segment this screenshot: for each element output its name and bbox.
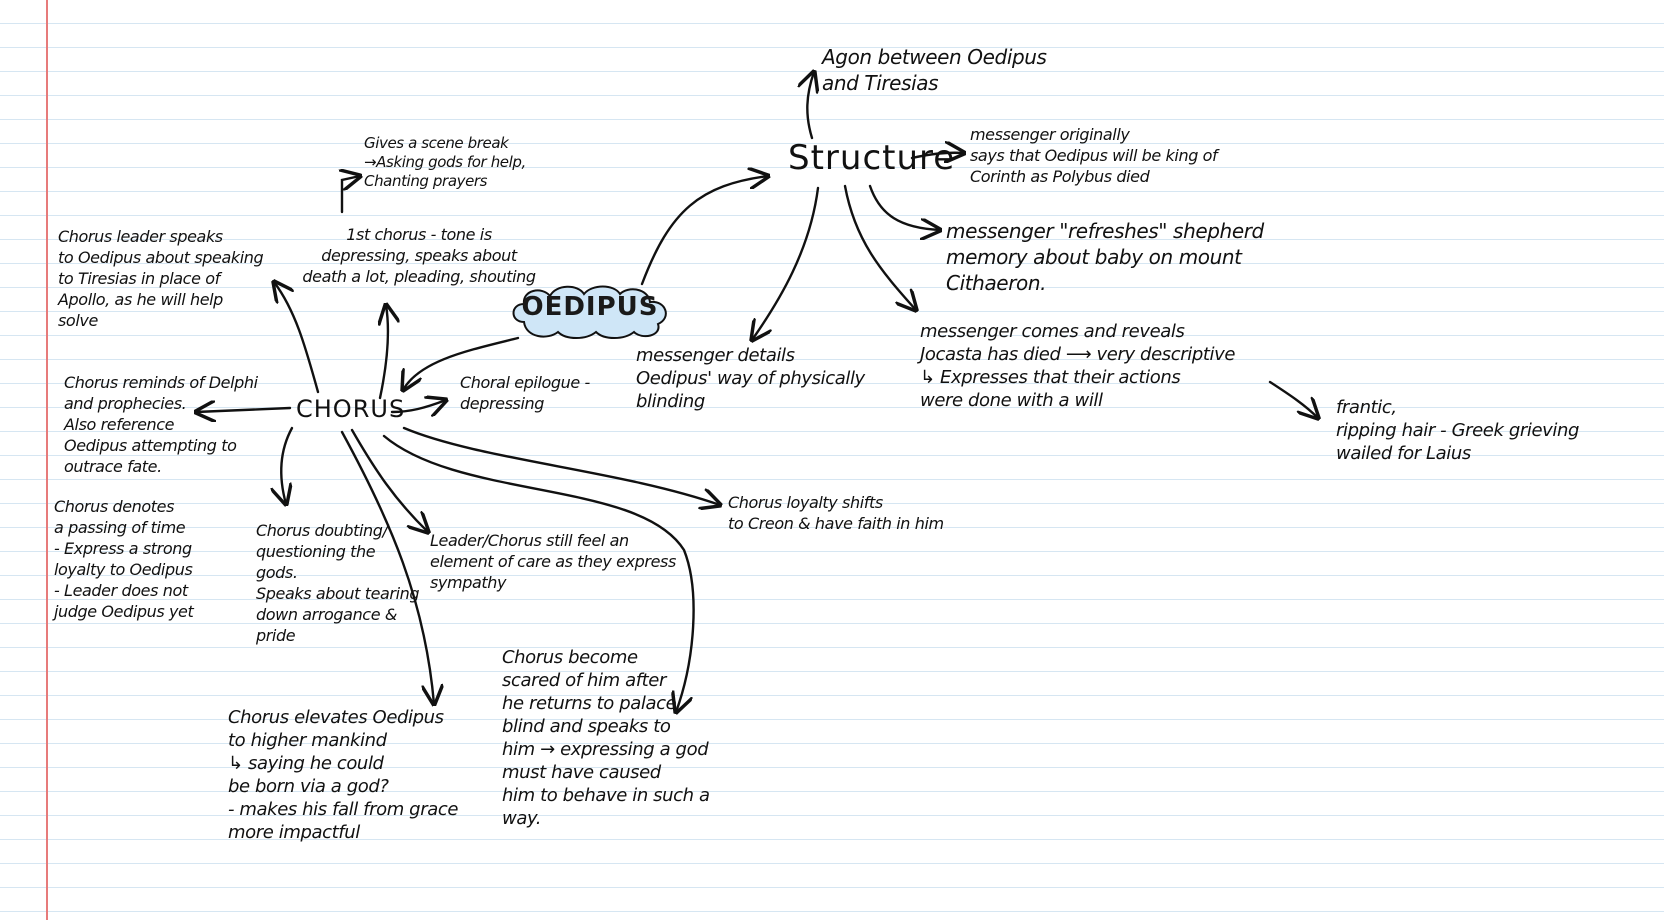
note-messenger-details: messenger details Oedipus' way of physic… bbox=[636, 345, 865, 412]
note-messenger-jocasta: messenger comes and reveals Jocasta has … bbox=[920, 321, 1236, 411]
note-messenger-originally: messenger originally says that Oedipus w… bbox=[970, 125, 1218, 186]
note-first-chorus: 1st chorus - tone is depressing, speaks … bbox=[302, 225, 536, 286]
note-choral-epilogue: Choral epilogue - depressing bbox=[460, 373, 590, 413]
central-topic: OEDIPUS bbox=[521, 292, 659, 322]
oedipus-cloud-shape bbox=[512, 285, 667, 339]
arrow-chorus-to-elevates bbox=[340, 430, 434, 704]
arrow-chorus-to-reminds-delphi bbox=[196, 408, 292, 412]
arrow-chorus-to-first-chorus bbox=[380, 305, 388, 400]
note-passing-time: Chorus denotes a passing of time - Expre… bbox=[54, 497, 194, 621]
arrow-chorus-to-loyalty-shifts bbox=[402, 426, 720, 505]
arrow-scene-break bbox=[342, 176, 360, 214]
arrow-jocasta-to-frantic bbox=[1268, 380, 1318, 418]
arrow-chorus-to-scared bbox=[382, 434, 695, 712]
note-frantic: frantic, ripping hair - Greek grieving w… bbox=[1336, 397, 1580, 464]
hub-chorus: CHORUS bbox=[296, 395, 406, 423]
arrow-chorus-to-choral-epilogue bbox=[390, 400, 446, 412]
note-scared: Chorus become scared of him after he ret… bbox=[502, 647, 710, 829]
arrow-structure-to-messenger-originally bbox=[910, 153, 964, 158]
arrow-oedipus-to-structure bbox=[640, 176, 768, 286]
hub-structure: Structure bbox=[788, 138, 956, 178]
arrow-structure-to-messenger-jocasta bbox=[843, 184, 916, 310]
note-loyalty-shifts: Chorus loyalty shifts to Creon & have fa… bbox=[728, 493, 944, 533]
arrow-structure-to-messenger-details bbox=[752, 186, 820, 340]
arrow-chorus-to-leader-speaks bbox=[274, 282, 320, 394]
note-elevates: Chorus elevates Oedipus to higher mankin… bbox=[228, 707, 459, 843]
notebook-margin-line bbox=[46, 0, 48, 920]
note-scene-break: Gives a scene break →Asking gods for hel… bbox=[364, 134, 526, 190]
arrow-chorus-to-element-care bbox=[350, 428, 428, 532]
arrow-structure-to-agon bbox=[807, 72, 814, 140]
note-leader-speaks: Chorus leader speaks to Oedipus about sp… bbox=[58, 227, 264, 330]
note-doubting: Chorus doubting/ questioning the gods. S… bbox=[256, 521, 420, 645]
note-agon: Agon between Oedipus and Tiresias bbox=[822, 45, 1047, 95]
note-messenger-refreshes: messenger "refreshes" shepherd memory ab… bbox=[946, 219, 1264, 295]
arrow-oedipus-to-chorus bbox=[403, 336, 520, 390]
arrow-structure-to-messenger-refreshes bbox=[868, 184, 940, 230]
arrow-chorus-to-doubting bbox=[281, 426, 294, 504]
note-reminds-delphi: Chorus reminds of Delphi and prophecies.… bbox=[64, 373, 258, 476]
note-element-care: Leader/Chorus still feel an element of c… bbox=[430, 531, 676, 592]
